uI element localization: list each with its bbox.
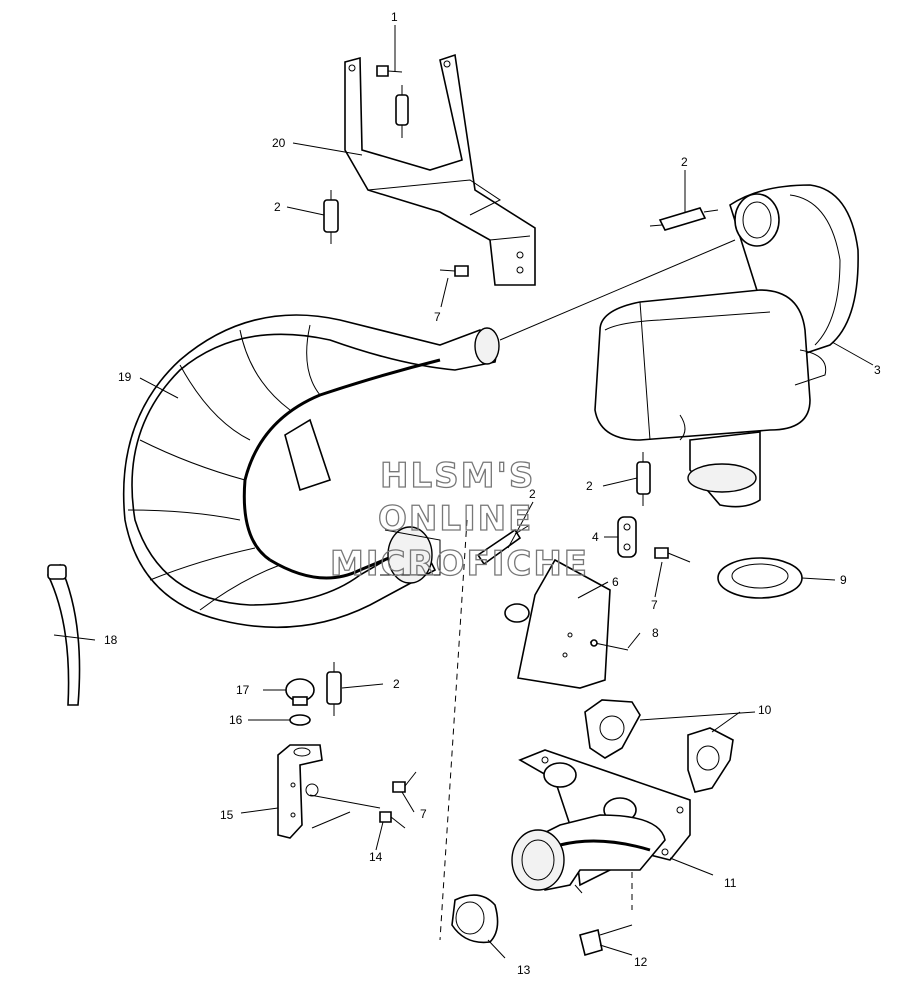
- bracket-screw-line-2: [311, 811, 351, 829]
- callout-16: 16: [229, 713, 243, 727]
- callout-9: 9: [840, 573, 847, 587]
- screw-part-7-a: [439, 265, 469, 277]
- callout-8: 8: [652, 626, 659, 640]
- tab-part-4: [617, 516, 637, 558]
- watermark: HLSM'S ONLINE MICROFICHE: [329, 455, 589, 584]
- callout-6: 6: [612, 575, 619, 589]
- callout-19: 19: [118, 370, 132, 384]
- strap-part-18: [47, 563, 81, 706]
- screw-part-7-c: [392, 771, 417, 793]
- nut-part-14: [379, 811, 406, 829]
- stud-part-1: [395, 85, 409, 138]
- callout-18: 18: [104, 633, 118, 647]
- muffler-part-3: [594, 184, 859, 508]
- watermark-line-1: HLSM'S: [380, 456, 535, 496]
- callout-20: 20: [272, 136, 286, 150]
- callout-10: 10: [758, 703, 772, 717]
- callout-1: 1: [391, 10, 398, 24]
- heat-shield-part-6: [517, 558, 611, 689]
- callout-13: 13: [517, 963, 531, 977]
- spring-part-2-b: [649, 207, 719, 231]
- callout-7-b: 7: [651, 598, 658, 612]
- gasket-part-10-a: [584, 699, 641, 759]
- spring-part-2-c: [476, 525, 529, 566]
- watermark-line-3: MICROFICHE: [330, 544, 589, 584]
- callout-15: 15: [220, 808, 234, 822]
- grommet-part-9: [717, 557, 803, 599]
- leader-lines: [53, 25, 874, 959]
- callout-11: 11: [724, 876, 737, 890]
- callout-2-d: 2: [586, 479, 593, 493]
- callout-2-e: 2: [393, 677, 400, 691]
- seal-part-13: [451, 894, 499, 944]
- expansion-chamber-part-19: [122, 314, 500, 629]
- screw-top-bracket: [376, 65, 403, 77]
- screw-part-7-b: [654, 547, 691, 563]
- pipe-to-muffler-connector: [499, 239, 736, 341]
- callout-2-a: 2: [274, 200, 281, 214]
- spring-part-2-e: [326, 662, 342, 716]
- rivet-part-8: [589, 639, 629, 651]
- bolt-part-12: [579, 924, 633, 957]
- washer-near-gasket: [504, 603, 530, 623]
- gasket-part-10-b: [687, 727, 734, 793]
- callout-4: 4: [592, 530, 599, 544]
- callout-7-c: 7: [420, 807, 427, 821]
- callout-7-a: 7: [434, 310, 441, 324]
- callout-17: 17: [236, 683, 250, 697]
- callout-labels: 1 20 2 7 2 3 19 2 2 4 6 7 9 8 18 17 2 16…: [104, 10, 881, 977]
- washer-part-16: [289, 714, 311, 726]
- watermark-line-2: ONLINE: [378, 499, 533, 539]
- callout-2-c: 2: [529, 487, 536, 501]
- exhaust-manifold-part-11: [511, 749, 691, 894]
- spring-part-2-a: [323, 190, 339, 244]
- callout-2-b: 2: [681, 155, 688, 169]
- callout-14: 14: [369, 850, 383, 864]
- callout-3: 3: [874, 363, 881, 377]
- callout-12: 12: [634, 955, 648, 969]
- grommet-part-17: [285, 678, 315, 706]
- mounting-bracket-part-20: [344, 53, 536, 286]
- assembly-dashed-line: [439, 519, 468, 941]
- spring-part-2-d: [636, 452, 651, 506]
- mount-bracket-part-15: [277, 744, 323, 839]
- bracket-screw-line: [309, 794, 381, 809]
